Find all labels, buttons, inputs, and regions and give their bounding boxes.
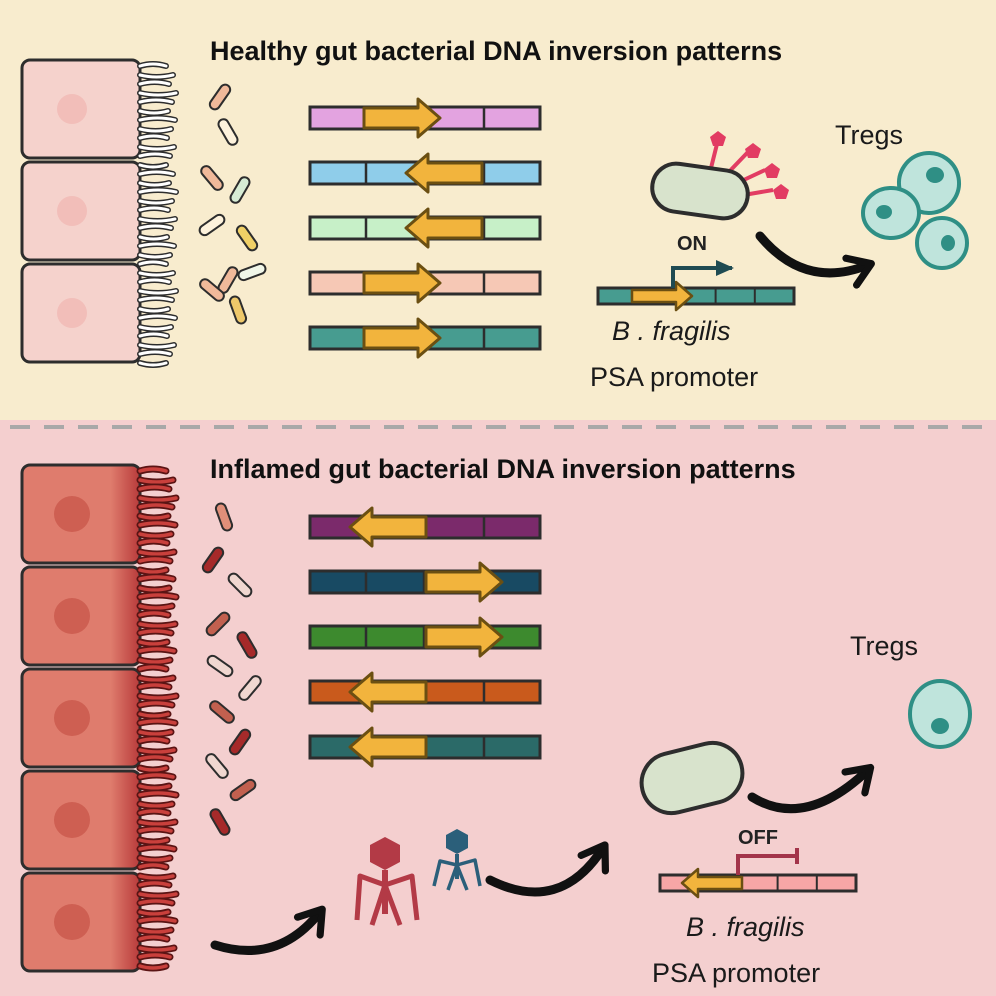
inflamed-arrow-to-bacterium <box>485 841 609 897</box>
promoter-off-blocked-icon <box>736 848 799 875</box>
dna-strand <box>308 506 542 548</box>
healthy-dna-inversion-strands <box>308 97 542 359</box>
dna-strand <box>308 671 542 713</box>
healthy-tregs-label: Tregs <box>835 120 903 150</box>
blue-phage-icon <box>432 829 482 891</box>
bacterium-rod-icon <box>227 572 253 598</box>
invertible-segment-arrow-icon <box>362 262 442 304</box>
bacterium-rod-icon <box>217 118 239 146</box>
dna-strand <box>308 561 542 603</box>
inflamed-gut-bacteria <box>201 502 262 836</box>
invertible-segment-arrow-icon <box>348 726 428 768</box>
bacterium-rod-icon <box>229 778 257 802</box>
bacterium-rod-icon <box>205 611 231 637</box>
inflamed-psa-promoter-strand <box>658 867 858 899</box>
inflamed-promoter-label: PSA promoter <box>652 958 820 988</box>
dna-strand <box>308 207 542 249</box>
invertible-segment-arrow-icon <box>424 616 504 658</box>
bacterium-rod-icon <box>229 176 251 204</box>
inflamed-switch-label: OFF <box>738 827 778 849</box>
epithelial-cell <box>20 667 142 769</box>
healthy-gut-bacteria <box>198 83 267 325</box>
bacterium-icon <box>650 161 750 221</box>
dna-strand <box>308 726 542 768</box>
inflamed-bacterium-icon <box>639 740 745 816</box>
invertible-segment-arrow-icon <box>404 152 484 194</box>
healthy-switch-label: ON <box>677 233 707 255</box>
promoter-segment-arrow-icon <box>630 280 694 312</box>
bacterium-rod-icon <box>238 675 262 701</box>
bacterium-rod-icon <box>228 295 248 325</box>
bacterium-rod-icon <box>200 165 224 191</box>
bacterium-rod-icon <box>237 262 267 282</box>
inflamed-organism-label: B . fragilis <box>686 912 805 942</box>
epithelial-cell <box>20 160 142 262</box>
bacterium-rod-icon <box>208 83 232 111</box>
epithelial-cell <box>20 262 142 364</box>
bacterium-rod-icon <box>199 278 225 302</box>
bacterium-rod-icon <box>235 224 259 252</box>
invertible-segment-arrow-icon <box>404 207 484 249</box>
red-phage-icon <box>354 837 420 926</box>
dna-strand <box>308 616 542 658</box>
healthy-organism-label: B . fragilis <box>612 316 731 346</box>
bacterium-rod-icon <box>214 502 234 532</box>
healthy-bacterium-with-psa <box>650 131 789 221</box>
healthy-tregs-cluster <box>861 151 969 270</box>
promoter-segment-arrow-icon <box>680 867 744 899</box>
healthy-title: Healthy gut bacterial DNA inversion patt… <box>210 36 782 66</box>
epithelial-cell <box>20 565 142 667</box>
bacterium-rod-icon <box>228 728 252 756</box>
inflamed-arrow-to-phages <box>210 905 326 955</box>
microvilli <box>137 61 179 368</box>
invertible-segment-arrow-icon <box>362 97 442 139</box>
inflamed-epithelium <box>20 463 180 973</box>
bacterium-rod-icon <box>206 654 234 678</box>
treg-cell-icon <box>915 216 969 270</box>
invertible-segment-arrow-icon <box>348 671 428 713</box>
bacterium-rod-icon <box>209 700 235 724</box>
healthy-induction-arrow <box>755 231 875 289</box>
bacterium-rod-icon <box>198 213 226 237</box>
invertible-segment-arrow-icon <box>424 561 504 603</box>
inflamed-title: Inflamed gut bacterial DNA inversion pat… <box>210 454 796 484</box>
treg-cell-icon <box>861 186 921 240</box>
bacterium-rod-icon <box>236 631 258 659</box>
invertible-segment-arrow-icon <box>348 506 428 548</box>
healthy-promoter-label: PSA promoter <box>590 362 758 392</box>
invertible-segment-arrow-icon <box>362 317 442 359</box>
inflamed-dna-inversion-strands <box>308 506 542 768</box>
bacterium-rod-icon <box>205 753 229 779</box>
microvilli <box>136 465 180 972</box>
inflamed-arrow-to-tregs <box>747 763 875 814</box>
dna-strand <box>308 317 542 359</box>
dna-strand <box>308 97 542 139</box>
bacterium-rod-icon <box>201 546 225 574</box>
dna-strand <box>308 262 542 304</box>
inflamed-tregs-label: Tregs <box>850 631 918 661</box>
dna-strand <box>308 152 542 194</box>
epithelial-cell <box>20 871 142 973</box>
bacterium-rod-icon <box>209 808 231 836</box>
healthy-psa-promoter-strand <box>596 280 796 312</box>
healthy-epithelium <box>20 58 179 368</box>
promoter-on-arrow-icon <box>671 260 734 288</box>
epithelial-cell <box>20 463 142 565</box>
epithelial-cell <box>20 769 142 871</box>
epithelial-cell <box>20 58 142 160</box>
inflamed-treg-cell-icon <box>908 679 972 749</box>
